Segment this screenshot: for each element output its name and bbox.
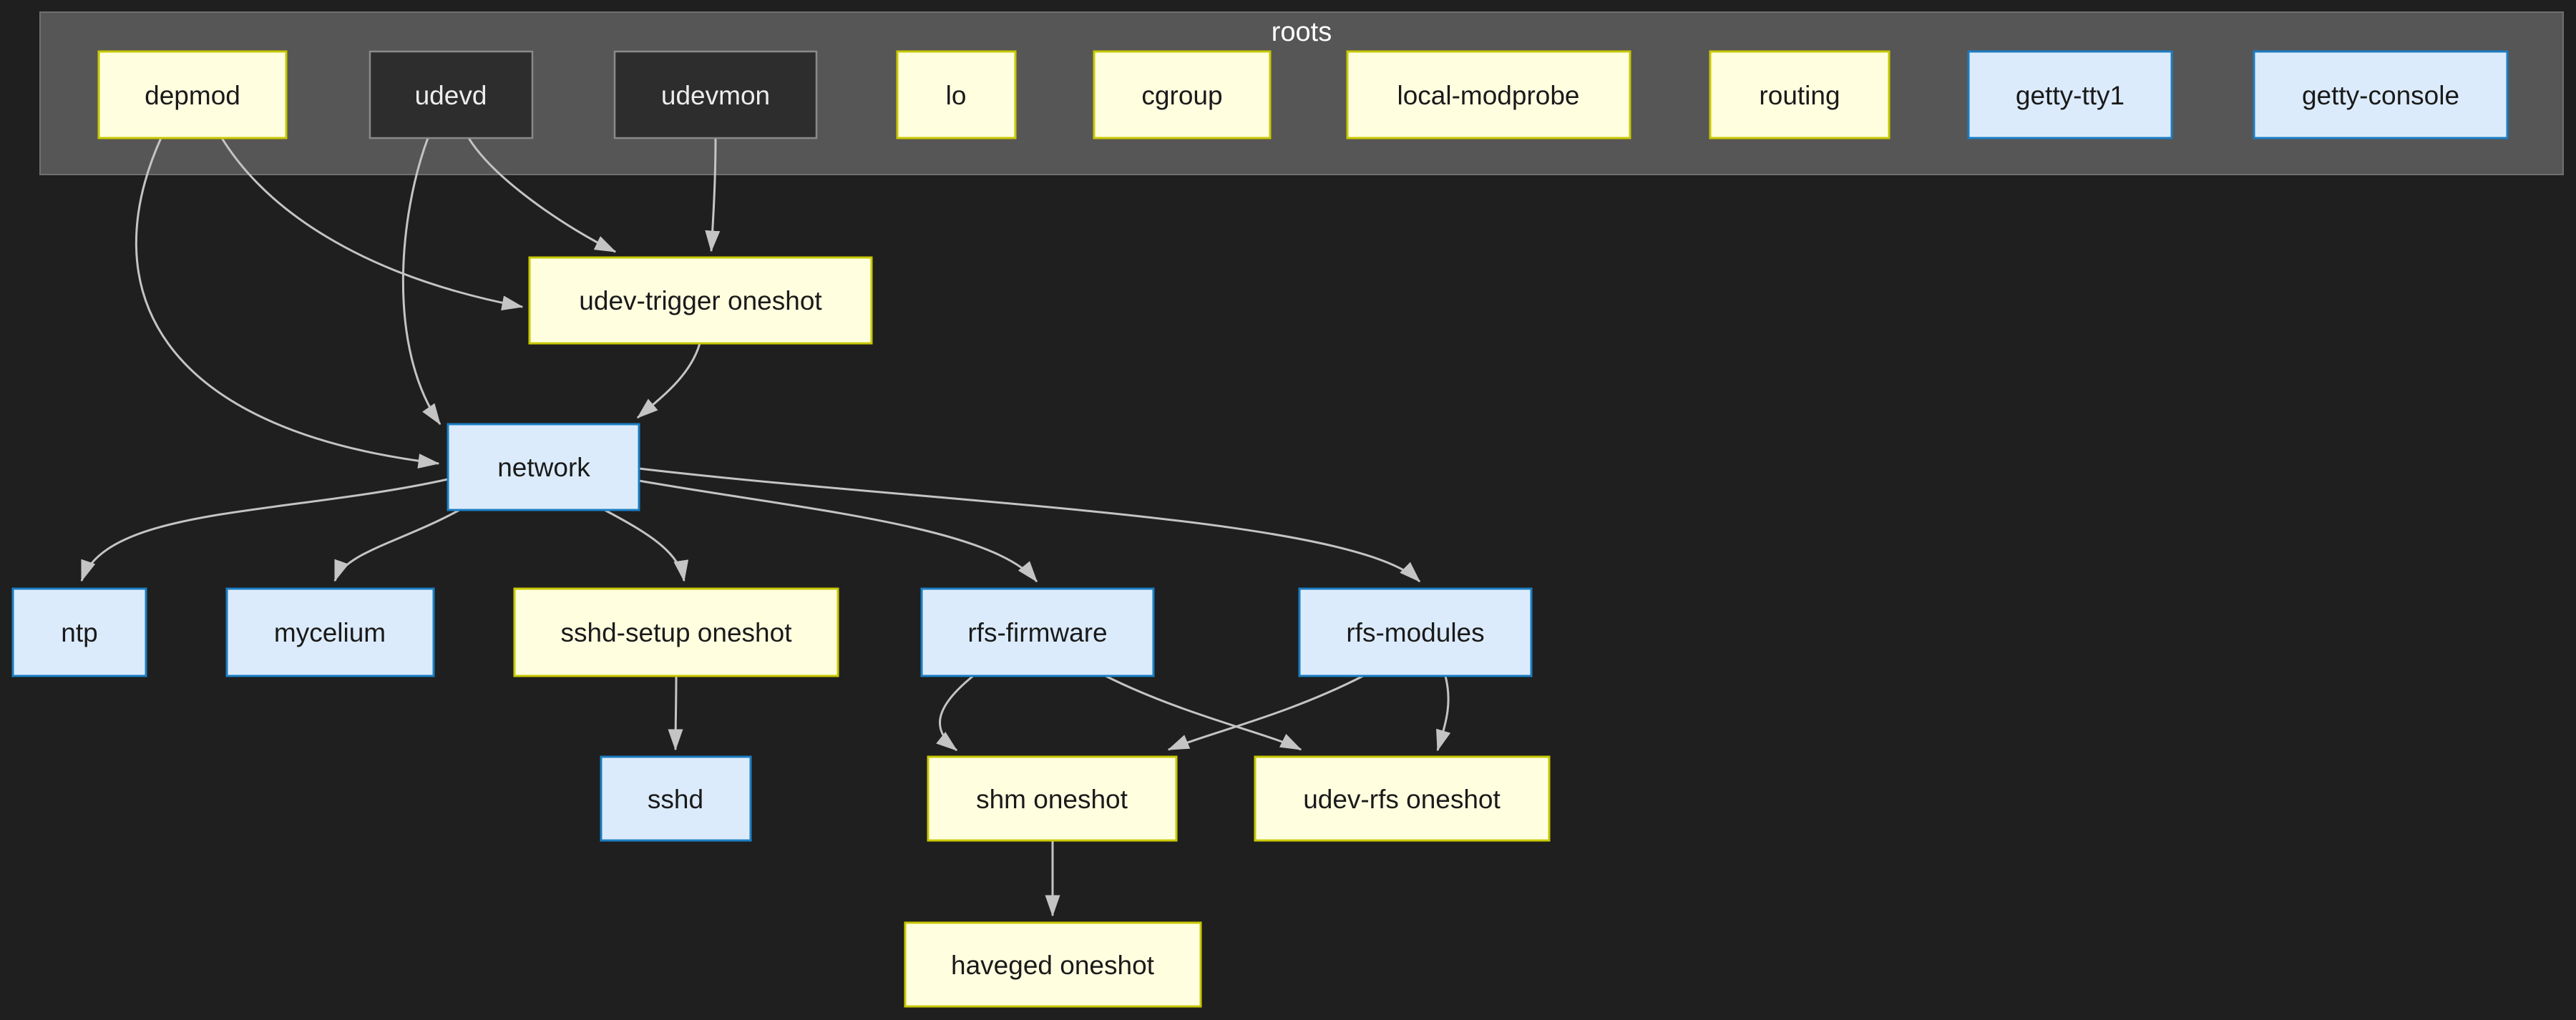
edge-udevmon-to-udev-trigger — [705, 137, 721, 252]
node-sshd-label: sshd — [648, 785, 703, 814]
node-getty-tty1: getty-tty1 — [1967, 50, 2173, 139]
node-mycelium-box — [225, 587, 435, 677]
node-lo-label: lo — [946, 81, 967, 110]
edge-network-to-sshd-setup — [604, 509, 689, 582]
edge-network-to-ntp — [80, 478, 449, 582]
node-getty-console: getty-console — [2253, 50, 2509, 139]
node-rfs-modules-label: rfs-modules — [1346, 618, 1484, 647]
node-network: network — [447, 423, 640, 511]
node-mycelium: mycelium — [225, 587, 435, 677]
node-udevmon-label: udevmon — [661, 81, 770, 110]
node-ntp-label: ntp — [61, 618, 97, 647]
edge-rfs-firmware-to-shm — [936, 675, 974, 752]
edge-depmod-to-udev-trigger — [220, 137, 524, 310]
node-cgroup: cgroup — [1093, 50, 1272, 139]
node-udevmon-box — [613, 50, 818, 139]
node-udev-rfs-box — [1254, 755, 1551, 842]
edge-network-to-rfs-firmware — [638, 479, 1038, 583]
node-cgroup-box — [1093, 50, 1272, 139]
node-udevd-box — [369, 50, 534, 139]
cluster-roots-label: roots — [1272, 17, 1332, 47]
node-local-modprobe-box — [1346, 50, 1631, 139]
node-udev-rfs-label: udev-rfs oneshot — [1303, 785, 1501, 814]
edge-rfs-modules-to-shm — [1167, 675, 1364, 751]
node-rfs-firmware-label: rfs-firmware — [967, 618, 1107, 647]
node-getty-tty1-box — [1967, 50, 2173, 139]
node-network-box — [447, 423, 640, 511]
node-sshd-setup-label: sshd-setup oneshot — [561, 618, 793, 647]
node-routing-box — [1709, 50, 1890, 139]
node-shm-label: shm oneshot — [976, 785, 1128, 814]
node-lo-box — [896, 50, 1017, 139]
edge-udevd-to-network — [401, 137, 441, 426]
node-local-modprobe: local-modprobe — [1346, 50, 1631, 139]
node-udevd-label: udevd — [415, 81, 487, 110]
node-mycelium-label: mycelium — [274, 618, 386, 647]
edge-network-to-mycelium — [333, 509, 460, 582]
node-ntp-box — [11, 587, 147, 677]
node-sshd-setup-box — [513, 587, 839, 677]
node-lo: lo — [896, 50, 1017, 139]
node-sshd-setup: sshd-setup oneshot — [513, 587, 839, 677]
node-getty-console-label: getty-console — [2302, 81, 2459, 110]
edge-network-to-rfs-modules — [638, 467, 1421, 583]
node-rfs-modules-box — [1298, 587, 1533, 677]
node-udevmon: udevmon — [613, 50, 818, 139]
node-depmod-box — [97, 50, 288, 139]
node-haveged: haveged oneshot — [904, 921, 1202, 1008]
node-haveged-label: haveged oneshot — [951, 951, 1155, 980]
edge-udevd-to-udev-trigger — [467, 137, 617, 253]
node-rfs-firmware-box — [920, 587, 1155, 677]
node-ntp: ntp — [11, 587, 147, 677]
node-udev-trigger-label: udev-trigger oneshot — [579, 286, 822, 315]
edges — [80, 137, 1451, 917]
node-rfs-modules: rfs-modules — [1298, 587, 1533, 677]
edge-rfs-modules-to-udev-rfs — [1436, 675, 1451, 752]
edge-depmod-to-network — [135, 137, 440, 469]
node-depmod-label: depmod — [145, 81, 240, 110]
node-udev-rfs: udev-rfs oneshot — [1254, 755, 1551, 842]
node-sshd-box — [600, 755, 752, 842]
node-local-modprobe-label: local-modprobe — [1397, 81, 1579, 110]
edge-udev-trigger-to-network — [636, 343, 701, 419]
node-sshd: sshd — [600, 755, 752, 842]
node-network-label: network — [497, 453, 590, 482]
node-depmod: depmod — [97, 50, 288, 139]
node-udevd: udevd — [369, 50, 534, 139]
node-udev-trigger: udev-trigger oneshot — [528, 256, 873, 345]
edge-sshd-setup-to-sshd — [668, 675, 683, 751]
node-routing-label: routing — [1759, 81, 1840, 110]
node-getty-console-box — [2253, 50, 2509, 139]
node-shm: shm oneshot — [927, 755, 1178, 842]
node-getty-tty1-label: getty-tty1 — [2016, 81, 2124, 110]
edge-rfs-firmware-to-udev-rfs — [1105, 675, 1302, 751]
node-shm-box — [927, 755, 1178, 842]
node-rfs-firmware: rfs-firmware — [920, 587, 1155, 677]
node-udev-trigger-box — [528, 256, 873, 345]
node-cgroup-label: cgroup — [1141, 81, 1222, 110]
node-routing: routing — [1709, 50, 1890, 139]
node-haveged-box — [904, 921, 1202, 1008]
